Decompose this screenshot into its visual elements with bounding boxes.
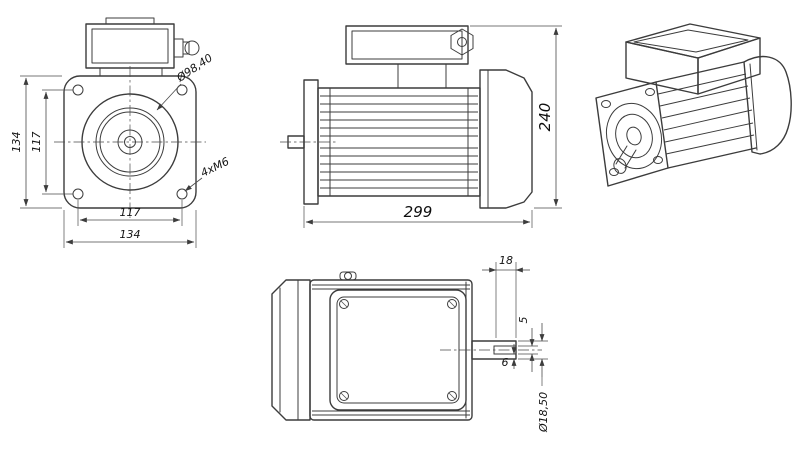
front-mounting-holes-callout: 4xM6 [184,155,232,192]
front-pilot-diameter-callout: Ø98,40 [156,51,215,111]
front-dim-height-outer: 134 [10,75,62,209]
side-motor-body [317,87,481,197]
side-length-label: 299 [404,203,433,221]
side-dim-length: 299 [303,203,533,228]
bottom-cable-gland [339,271,357,281]
bottom-shaft [440,340,542,360]
side-shaft [280,135,336,149]
iso-terminal-box [625,23,761,95]
front-width-inner-label: 117 [120,206,141,219]
iso-flange [595,81,669,187]
side-fan-cover [479,69,533,209]
bottom-dim-key-height: 6 [502,344,517,369]
bottom-view: 18 5 6 Ø18,50 [271,254,550,433]
front-view: Ø98,40 4xM6 134 117 117 [10,17,232,248]
iso-shaft [613,145,637,174]
iso-motor-body [655,61,757,169]
isometric-view [595,23,792,187]
iso-fan-cover [743,55,792,155]
side-height-label: 240 [536,103,554,132]
front-dim-width-inner: 117 [77,200,183,226]
front-height-outer-label: 134 [10,132,23,153]
pilot-diameter-label: Ø98,40 [174,51,215,85]
cable-gland-icon [173,38,200,58]
bottom-flange [271,279,311,421]
front-flange [54,66,206,218]
front-terminal-box [85,17,200,77]
keyway-width-label: 5 [517,317,530,324]
mounting-holes-label: 4xM6 [199,155,232,180]
hex-plug-icon [450,28,474,56]
shaft-diameter-label: Ø18,50 [537,392,550,433]
side-terminal-box [345,25,474,89]
bottom-dim-keyway-width: 5 [517,317,538,372]
keyway-length-label: 18 [499,254,513,267]
front-height-inner-label: 117 [30,132,43,153]
front-dim-height-inner: 117 [30,89,73,195]
front-width-outer-label: 134 [120,228,141,241]
bottom-dim-keyway-length: 18 [482,254,530,338]
bottom-dim-shaft-diameter: Ø18,50 [518,323,550,433]
key-height-label: 6 [502,356,509,369]
side-dim-height: 240 [470,25,562,209]
front-dim-width-outer: 134 [63,210,197,248]
side-view: 299 240 [280,25,562,228]
